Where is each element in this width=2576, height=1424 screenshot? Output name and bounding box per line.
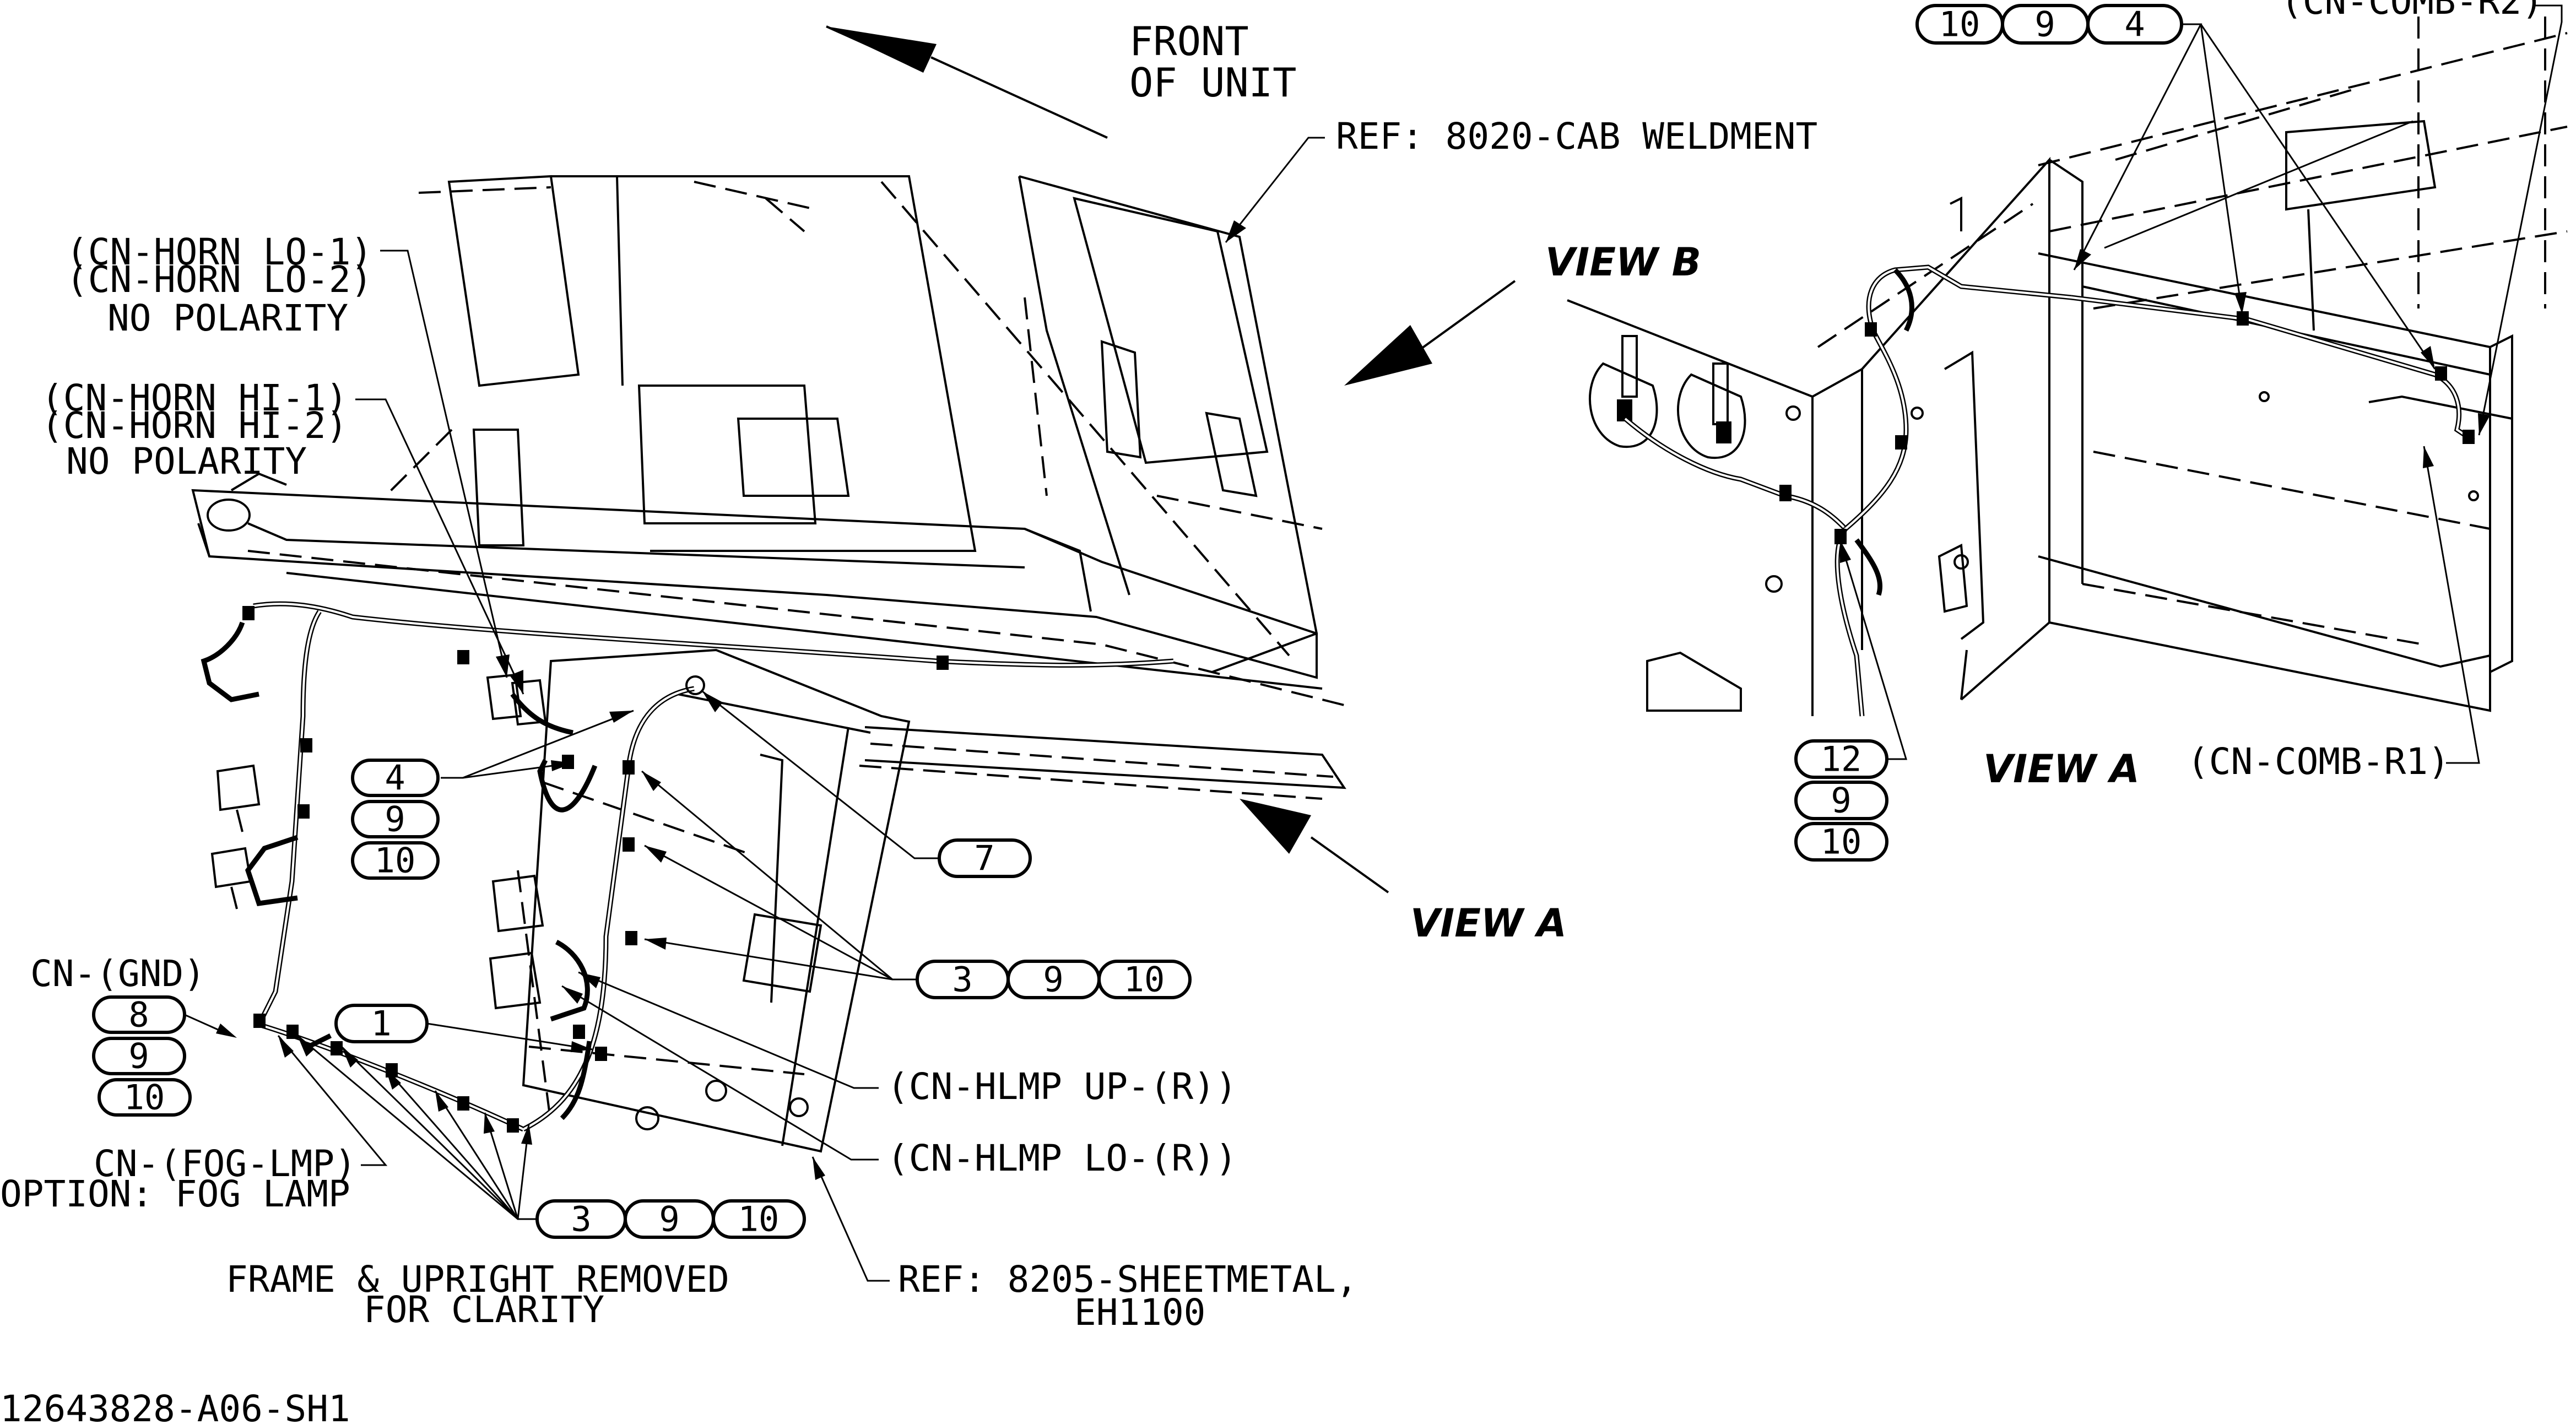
balloon-10-label: 10 xyxy=(738,1199,780,1239)
horn-lo-line3: NO POLARITY xyxy=(107,297,348,339)
balloon-10-label: 10 xyxy=(1124,960,1165,1000)
balloon-10-label: 10 xyxy=(124,1078,165,1118)
balloon-9-label: 9 xyxy=(128,1036,149,1076)
view-b-indicator: VIEW B xyxy=(1344,240,1701,386)
balloon-row-3-9-10-lower: 3 9 10 xyxy=(297,1035,806,1239)
ref-cab-label: REF: 8020-CAB WELDMENT xyxy=(1336,115,1817,158)
fog-lamp-line1: CN-(FOG-LMP) xyxy=(94,1143,356,1185)
balloon-8-label: 8 xyxy=(128,995,149,1035)
callout-horn-hi: (CN-HORN HI-1) (CN-HORN HI-2) NO POLARIT… xyxy=(41,377,524,695)
ref-sheetmetal: REF: 8205-SHEETMETAL, EH1100 xyxy=(811,1156,1357,1334)
balloon-9 xyxy=(92,1037,186,1075)
view-b-main-label: VIEW B xyxy=(1545,240,1701,285)
callout-fog-lamp: CN-(FOG-LMP) OPTION: FOG LAMP xyxy=(0,1035,388,1215)
callout-gnd: CN-(GND) 8 9 10 xyxy=(30,952,237,1118)
callout-hlmp-up: (CN-HLMP UP-(R)) xyxy=(578,971,1237,1108)
callout-comb-r1: (CN-COMB-R1) xyxy=(2187,446,2480,783)
balloon-4-label: 4 xyxy=(2124,4,2145,45)
balloon-9 xyxy=(1794,781,1888,820)
balloon-10 xyxy=(712,1199,806,1239)
balloon-9-label: 9 xyxy=(659,1199,679,1239)
horn-lo-line2: (CN-HORN LO-2) xyxy=(66,258,372,301)
balloon-9-label: 9 xyxy=(385,799,405,840)
front-label-line1: FRONT xyxy=(1129,18,1249,64)
headlamp-lower xyxy=(489,951,542,1010)
balloon-row-3-9-10-upper: 3 9 10 xyxy=(641,770,1192,1000)
horn-hi-line3: NO POLARITY xyxy=(66,440,307,483)
detail-view-geometry xyxy=(1567,17,2568,716)
horn-1 xyxy=(1589,335,1658,448)
callout-comb-r2: (CN-COMB-R2) xyxy=(2281,0,2563,436)
balloon-4 xyxy=(351,759,440,797)
headlamp-upper xyxy=(491,874,544,933)
callout-horn-lo: (CN-HORN LO-1) (CN-HORN LO-2) NO POLARIT… xyxy=(66,231,510,678)
balloon-10 xyxy=(98,1078,192,1117)
hlmp-lo-label: (CN-HLMP LO-(R)) xyxy=(887,1137,1237,1179)
balloon-10-label: 10 xyxy=(1939,4,1980,45)
balloon-12-label: 12 xyxy=(1821,739,1862,779)
balloon-10 xyxy=(1097,960,1192,999)
comb-r2-label: (CN-COMB-R2) xyxy=(2281,0,2543,23)
balloon-9-label: 9 xyxy=(1831,781,1851,821)
hlmp-up-label: (CN-HLMP UP-(R)) xyxy=(887,1065,1237,1108)
work-lamp-lower xyxy=(210,847,252,909)
balloon-10 xyxy=(1794,822,1888,862)
ref-sheetmetal-line1: REF: 8205-SHEETMETAL, xyxy=(898,1258,1357,1301)
note-removed-line2: FOR CLARITY xyxy=(364,1288,604,1331)
balloon-7-label: 7 xyxy=(974,838,994,879)
balloon-9-label: 9 xyxy=(1043,960,1063,1000)
balloon-7-group: 7 xyxy=(702,690,1032,879)
callout-hlmp-lo: (CN-HLMP LO-(R)) xyxy=(561,985,1237,1179)
balloon-10 xyxy=(351,841,440,880)
horn-lo-line1: (CN-HORN LO-1) xyxy=(66,231,372,273)
balloon-9 xyxy=(351,800,440,838)
note-removed: FRAME & UPRIGHT REMOVED FOR CLARITY xyxy=(226,1258,729,1331)
ref-sheetmetal-line2: EH1100 xyxy=(1074,1291,1205,1334)
detail-wire-harness xyxy=(1623,264,2475,717)
balloon-3-label: 3 xyxy=(571,1199,591,1239)
main-view-geometry xyxy=(191,175,1346,1153)
front-of-unit-indicator: FRONT OF UNIT xyxy=(826,18,1296,139)
balloon-10-label: 10 xyxy=(375,841,416,881)
ref-cab-weldment: REF: 8020-CAB WELDMENT xyxy=(1225,115,1817,243)
balloon-row-10-9-4: 10 9 4 xyxy=(1915,4,2436,370)
view-a-main-label: VIEW A xyxy=(1410,901,1567,946)
balloon-1-label: 1 xyxy=(371,1004,391,1044)
horn-hi-line1: (CN-HORN HI-1) xyxy=(41,377,348,419)
balloon-9-label: 9 xyxy=(2034,4,2055,45)
drawing-number: 12643828-A06-SH1 xyxy=(0,1388,350,1424)
balloon-stack-4-9-10: 4 9 10 xyxy=(351,710,634,881)
balloon-10-label: 10 xyxy=(1821,822,1862,862)
work-lamp-upper xyxy=(216,764,261,832)
balloon-4-label: 4 xyxy=(385,758,405,798)
balloon-stack-12-9-10: 12 9 10 xyxy=(1794,539,1908,862)
balloon-3-label: 3 xyxy=(952,960,972,1000)
horn-2 xyxy=(1677,362,1746,459)
fog-lamp-line2: OPTION: FOG LAMP xyxy=(0,1173,350,1215)
gnd-label: CN-(GND) xyxy=(30,952,205,995)
view-a-indicator: VIEW A xyxy=(1240,799,1567,946)
front-label-line2: OF UNIT xyxy=(1129,59,1296,106)
main-wire-harness xyxy=(201,601,1174,1133)
comb-r1-label: (CN-COMB-R1) xyxy=(2187,740,2450,783)
horn-hi-line2: (CN-HORN HI-2) xyxy=(41,404,348,447)
view-a-detail-label: VIEW A xyxy=(1983,746,2140,792)
balloon-1-group: 1 xyxy=(334,1004,593,1052)
note-removed-line1: FRAME & UPRIGHT REMOVED xyxy=(226,1258,729,1301)
